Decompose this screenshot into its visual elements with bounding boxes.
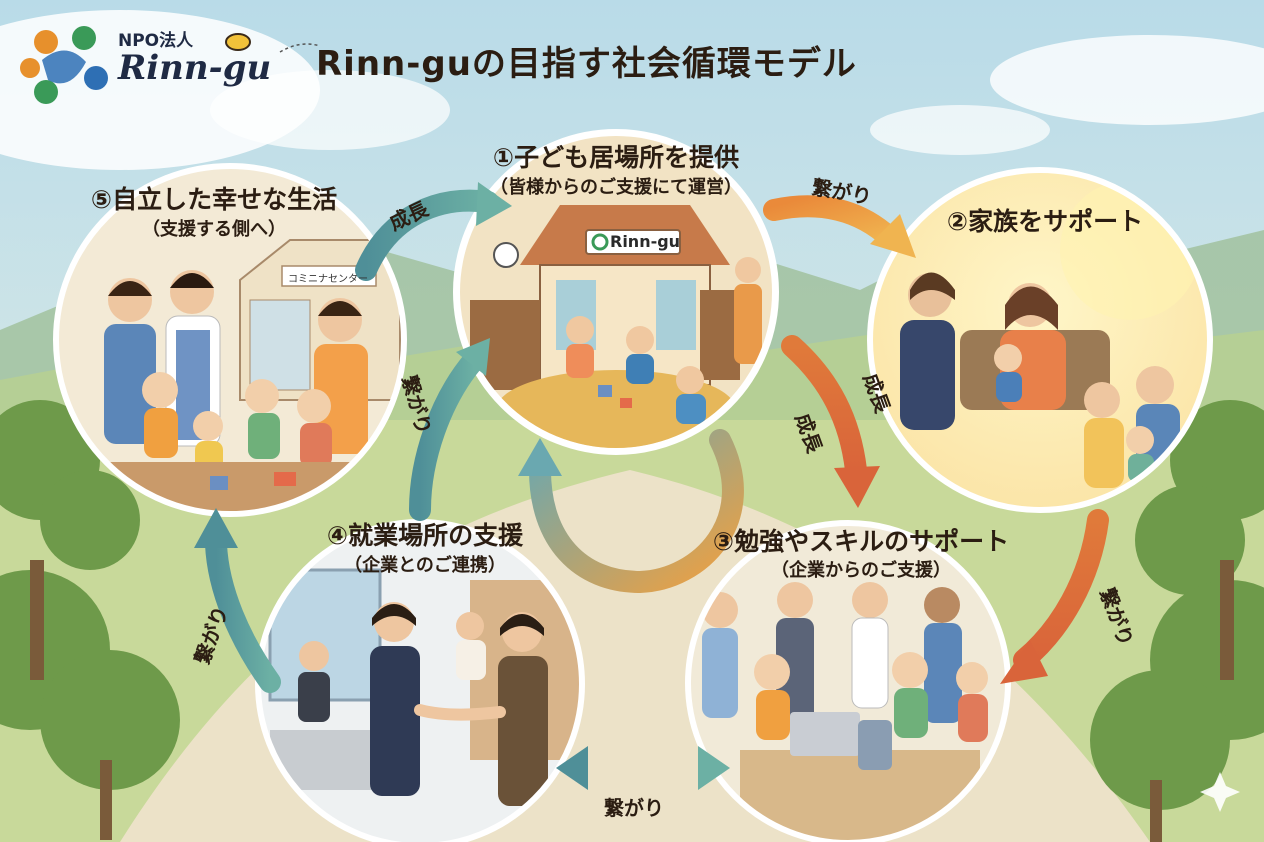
stage-5-circle [53,163,407,517]
logo-npo-label: NPO法人 [118,31,194,51]
stage-1-subtitle: （皆様からのご支援にて運営） [490,177,742,198]
stage-4-title: ④就業場所の支援 [326,521,524,550]
stage-5-title: ⑤自立した幸せな生活 [90,185,338,214]
stage-4-circle [255,519,585,842]
stage-1-sign: Rinn-gu [610,232,681,251]
stage-2-circle [867,167,1213,513]
stage-3-title: ③勉強やスキルのサポート [712,527,1010,556]
stage-3-circle [685,520,1011,842]
stage-1-title: ①子ども居場所を提供 [492,143,740,172]
page-title: Rinn-guの目指す社会循環モデル [316,44,857,84]
arrow-label-3-4: 繋がり [604,796,664,820]
stage-5-sign: コミニナセンター [288,274,368,285]
stage-2-title: ②家族をサポート [946,207,1144,236]
stage-3-subtitle: （企業からのご支援） [771,560,951,581]
stage-5-subtitle: （支援する側へ） [142,219,286,240]
stage-1-circle [453,129,779,455]
logo-name: Rinn-gu [118,48,272,88]
stage-4-subtitle: （企業とのご連携） [344,555,506,576]
